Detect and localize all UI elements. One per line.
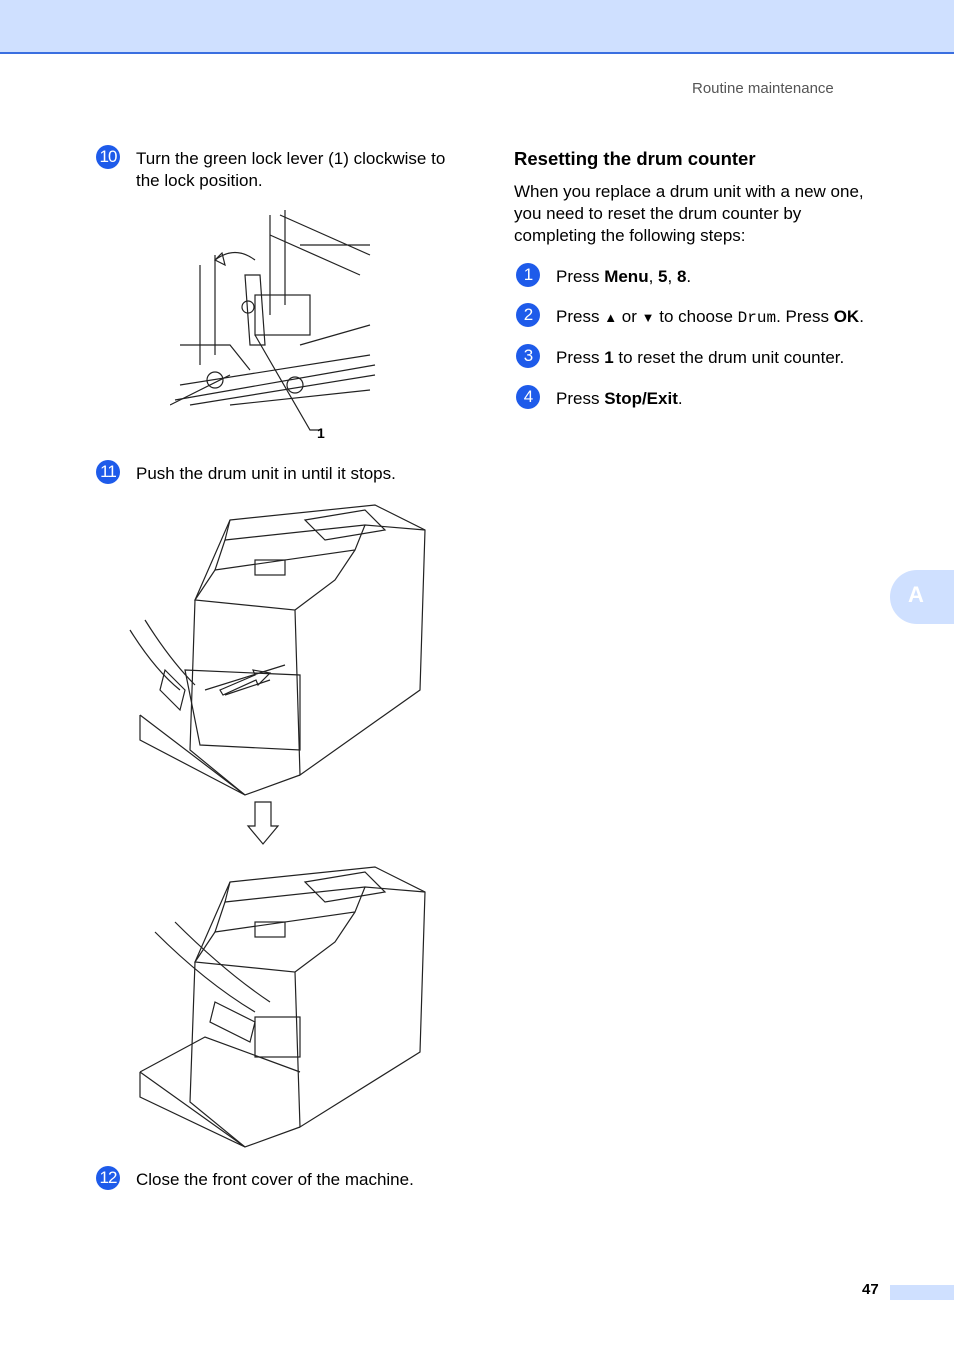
step-12-badge: 12 [96,1166,120,1190]
step-11-badge: 11 [96,460,120,484]
reset-step-4-badge: 4 [516,385,540,409]
printer-drum-push-illustration [129,504,426,796]
reset-step-2-text: Press ▲ or ▼ to choose Drum. Press OK. [556,307,864,327]
footer-band [890,1285,954,1300]
up-arrow-icon: ▲ [604,310,618,325]
page-number: 47 [862,1281,879,1298]
reset-step-1-text: Press Menu, 5, 8. [556,267,692,286]
printer-drum-installed-illustration [139,866,426,1148]
appendix-tab: A [890,570,954,624]
down-arrow-icon [246,801,280,845]
down-arrow-icon: ▼ [641,310,655,325]
reset-step-3-text: Press 1 to reset the drum unit counter. [556,348,845,367]
intro-paragraph: When you replace a drum unit with a new … [514,182,864,245]
reset-step-2-badge: 2 [516,303,540,327]
section-title: Routine maintenance [692,80,834,97]
header-band [0,0,954,54]
reset-step-3-badge: 3 [516,344,540,368]
lock-lever-illustration [170,210,376,431]
step-10-text: Turn the green lock lever (1) clockwise … [136,149,446,190]
step-10-badge: 10 [96,145,120,169]
step-11-text: Push the drum unit in until it stops. [136,464,396,483]
step-12-text: Close the front cover of the machine. [136,1170,414,1189]
reset-step-4-text: Press Stop/Exit. [556,389,683,408]
reset-step-1-badge: 1 [516,263,540,287]
callout-label: 1 [317,425,325,441]
section-heading: Resetting the drum counter [514,148,756,169]
